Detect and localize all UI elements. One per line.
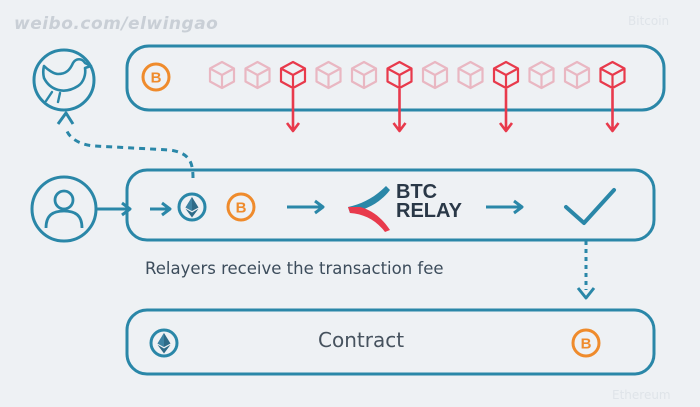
block-icon-highlighted [279,60,307,90]
relay-line-1: BTC [396,181,438,203]
bitcoin-icon: B [141,62,171,92]
user-icon [30,175,98,243]
block-icon [208,60,236,90]
ethereum-corner-label: Ethereum [612,388,671,402]
block-icon [528,60,555,90]
bird-icon [32,48,96,112]
bitcoin-chain-panel [125,44,666,112]
ethereum-icon [149,328,179,358]
block-icon-highlighted [386,60,413,90]
arrow-icon [287,199,325,215]
svg-text:B: B [581,336,592,353]
fee-caption: Relayers receive the transaction fee [145,259,444,278]
block-icon [457,60,484,90]
relay-line-2: RELAY [396,200,462,222]
svg-text:B: B [151,70,162,87]
check-icon [564,188,616,225]
arrow-icon [498,89,514,133]
arrow-icon [605,89,620,133]
block-icon-highlighted [599,60,626,90]
svg-text:B: B [236,200,247,217]
fee-path-arrow [64,127,195,179]
block-icon [350,60,378,90]
arrow-icon [392,89,407,133]
block-icon [421,60,449,90]
ethereum-icon [177,192,207,222]
btc-relay-logo [348,186,390,232]
bitcoin-corner-label: Bitcoin [628,14,670,28]
arrow-icon [150,201,172,217]
arrow-icon [486,199,524,215]
watermark-text: weibo.com/elwingao [14,14,219,34]
arrow-icon [56,111,75,125]
arrow-icon [285,89,301,133]
contract-label: Contract [318,328,405,352]
bitcoin-icon: B [571,328,601,358]
arrow-icon [576,287,596,300]
block-icon [244,60,271,90]
block-icon [563,60,591,90]
arrow-icon [97,201,132,217]
bitcoin-icon: B [226,192,256,222]
btc-relay-wordmark: BTC RELAY [396,181,462,222]
relay-panel [125,168,656,242]
block-icon [315,60,342,90]
contract-panel [125,308,656,376]
block-icon-highlighted [492,60,520,90]
